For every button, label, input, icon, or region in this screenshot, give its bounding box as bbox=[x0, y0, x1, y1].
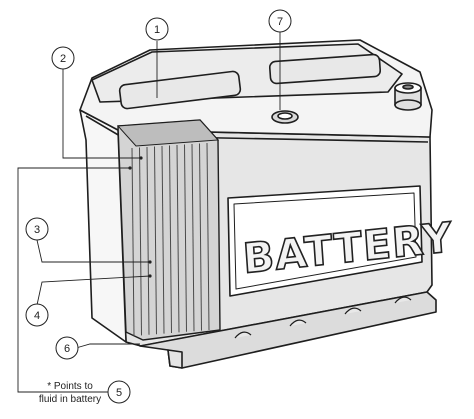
cell-cutaway bbox=[116, 119, 221, 341]
callout-markers: 1 2 3 4 5 6 7 bbox=[25, 9, 292, 404]
carry-handle-left bbox=[118, 70, 242, 110]
cell-plate bbox=[154, 146, 157, 335]
callout-4-number: 4 bbox=[34, 310, 40, 322]
callout-3: 3 bbox=[25, 217, 49, 241]
cell-plate bbox=[131, 147, 135, 337]
label-panel bbox=[227, 185, 423, 297]
callout-1: 1 bbox=[145, 17, 169, 41]
leader-line-3 bbox=[36, 239, 150, 263]
base-bumps bbox=[234, 296, 412, 339]
callout-6: 6 bbox=[55, 336, 79, 360]
label-panel-inner bbox=[233, 192, 417, 290]
cell-plate bbox=[169, 145, 172, 334]
cell-cap-row bbox=[116, 119, 220, 147]
leader-line-4 bbox=[36, 275, 151, 306]
fluid-note-line-1: * Points to bbox=[47, 381, 93, 392]
fluid-note: * Points to fluid in battery bbox=[39, 381, 101, 405]
leader-line-6 bbox=[75, 343, 140, 349]
callout-1-number: 1 bbox=[154, 24, 160, 36]
leader-line-2 bbox=[62, 69, 141, 159]
base-hold-down bbox=[167, 349, 183, 369]
callout-2-number: 2 bbox=[60, 53, 66, 65]
cell-plate bbox=[176, 144, 180, 333]
cell-plate bbox=[146, 146, 150, 335]
callout-5: 5 bbox=[107, 380, 131, 404]
cell-plate bbox=[161, 145, 165, 334]
callout-6-number: 6 bbox=[64, 343, 70, 355]
cell-plate bbox=[206, 142, 210, 331]
terminal-negative bbox=[394, 82, 422, 111]
callout-7-number: 7 bbox=[277, 16, 283, 28]
leader-dots bbox=[128, 156, 152, 278]
callout-7: 7 bbox=[268, 9, 292, 33]
cell-plates bbox=[131, 142, 210, 337]
leader-lines bbox=[17, 32, 281, 393]
callout-4: 4 bbox=[25, 303, 49, 327]
cell-plate bbox=[139, 147, 142, 336]
leader-line-5 bbox=[17, 167, 130, 393]
vent-cap-inner bbox=[277, 112, 293, 120]
fluid-note-line-2: fluid in battery bbox=[39, 394, 101, 405]
cell-plate bbox=[184, 144, 187, 332]
callout-5-number: 5 bbox=[116, 387, 122, 399]
callout-2: 2 bbox=[51, 46, 75, 70]
cell-plate bbox=[191, 143, 195, 332]
cell-plate bbox=[199, 143, 202, 331]
callout-3-number: 3 bbox=[34, 224, 40, 236]
carry-handle-right bbox=[268, 53, 382, 85]
